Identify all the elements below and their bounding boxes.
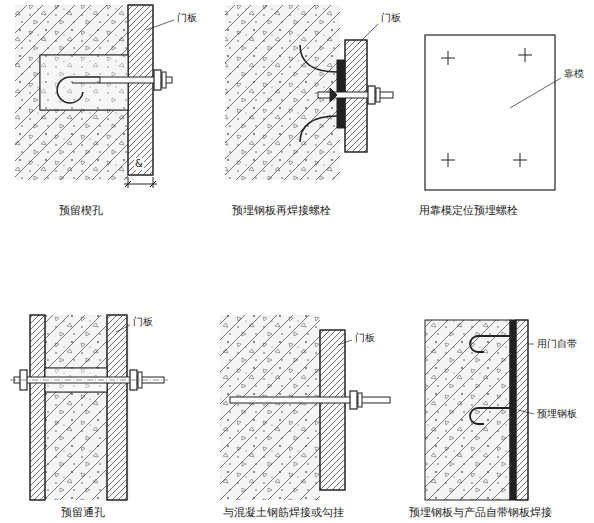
- part-label: 门板: [132, 316, 154, 328]
- part-label: 用门自带: [536, 338, 578, 350]
- part-label: 门板: [354, 332, 376, 344]
- figure-caption: 用靠模定位预埋螺栓: [418, 204, 519, 216]
- figure-caption: 预埋钢板与产品自带钢板焊接: [408, 506, 553, 518]
- part-label: 门板: [176, 12, 198, 24]
- part-label: 预埋钢板: [536, 408, 578, 420]
- figure-caption: 预留楔孔: [58, 204, 104, 216]
- part-label: 门板: [380, 12, 402, 24]
- part-label: 靠模: [563, 68, 585, 80]
- figure-caption: 预埋钢板再焊接螺栓: [231, 204, 332, 216]
- figure-caption: 与混凝土钢筋焊接或勾挂: [222, 506, 345, 518]
- figure-caption: 预留通孔: [60, 506, 106, 518]
- dimension-label: &: [134, 158, 144, 170]
